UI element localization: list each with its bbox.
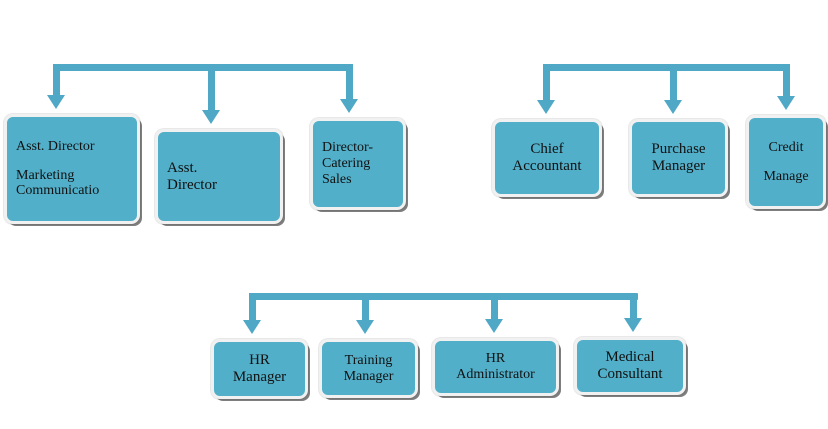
node-label-line: Catering	[322, 156, 371, 172]
connector-stem-chief-accountant	[542, 64, 550, 100]
node-label-line: Manager	[232, 369, 287, 385]
connector-stem-asst-director	[207, 64, 215, 110]
connector-arrowhead-training-manager	[356, 320, 374, 334]
connector-stem-purchase-manager	[669, 64, 677, 100]
connector-stem-asst-director-marketing-communication	[52, 64, 60, 95]
node-label-line: Communicatio	[16, 183, 100, 199]
node-label-line: Marketing	[16, 167, 75, 183]
connector-arrowhead-credit-manage	[777, 96, 795, 110]
connector-stem-medical-consultant	[629, 293, 637, 318]
connector-horizontal-bar	[543, 64, 789, 71]
connector-stem-director-catering-sales	[345, 64, 353, 99]
node-label-line: Director	[167, 176, 217, 193]
node-label-line: Manage	[763, 168, 809, 184]
node-label-line: Training	[344, 352, 393, 368]
connector-horizontal-bar	[249, 293, 638, 300]
connector-arrowhead-director-catering-sales	[340, 99, 358, 113]
connector-arrowhead-hr-manager	[243, 320, 261, 334]
connector-arrowhead-hr-administrator	[485, 319, 503, 333]
connector-arrowhead-asst-director-marketing-communication	[47, 95, 65, 109]
node-label-line: Manager	[651, 158, 706, 174]
connector-arrowhead-medical-consultant	[624, 318, 642, 332]
connector-stem-hr-manager	[248, 293, 256, 320]
node-label-line: Chief	[530, 141, 564, 158]
node-label-line: Asst.	[167, 159, 198, 176]
connector-stem-hr-administrator	[490, 293, 498, 319]
node-label-line: Credit	[768, 139, 804, 155]
node-label-line: Consultant	[597, 366, 663, 382]
connector-horizontal-bar	[53, 64, 352, 71]
connector-arrowhead-asst-director	[202, 110, 220, 124]
node-label-line: Manager	[343, 368, 394, 384]
connector-arrowhead-purchase-manager	[664, 100, 682, 114]
node-label-line: HR	[249, 352, 270, 369]
connector-arrowhead-chief-accountant	[537, 100, 555, 114]
node-label-line: HR	[485, 351, 506, 367]
node-label-line: Administrator	[456, 367, 535, 382]
connector-stem-training-manager	[361, 293, 369, 320]
connector-stem-credit-manage	[782, 64, 790, 96]
node-label-line: Medical	[605, 349, 655, 366]
node-label-line: Purchase	[651, 141, 706, 158]
node-label-line: Asst. Director	[16, 138, 95, 154]
node-label-line: Director-	[322, 140, 374, 156]
node-asst-director[interactable]: Asst.Director	[155, 129, 283, 224]
node-label-line: Accountant	[512, 158, 582, 174]
node-label-line: Sales	[322, 171, 352, 187]
